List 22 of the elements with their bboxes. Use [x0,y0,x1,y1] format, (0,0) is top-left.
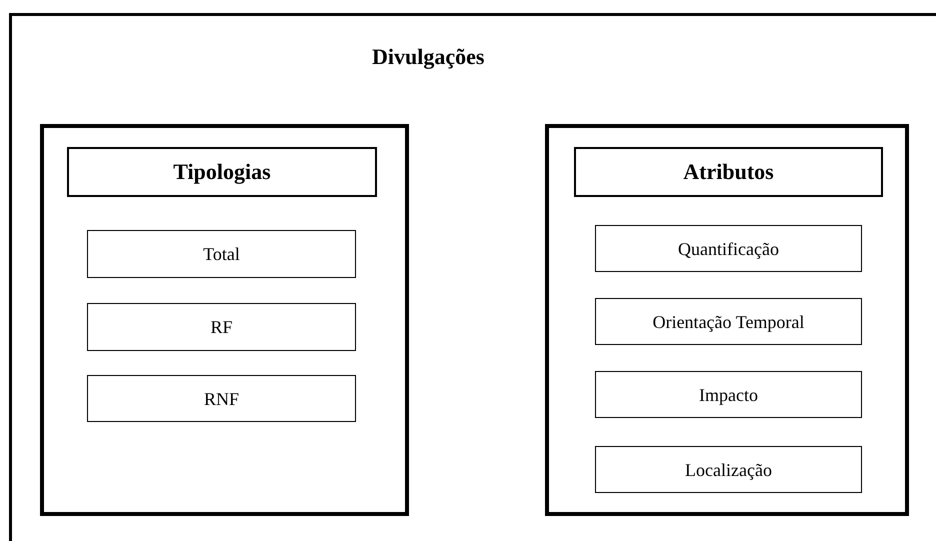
header-box [67,147,377,197]
header-label: Tipologias [173,161,271,183]
header-label: Atributos [683,161,774,183]
item-box [595,298,862,345]
item-box [595,371,862,418]
item-label: Impacto [699,386,758,404]
item-label: RNF [204,390,239,408]
item-box [87,375,356,422]
item-label: RF [210,318,233,336]
frame-heading: Divulgações [372,46,484,68]
item-label: Total [203,245,240,263]
item-box [595,446,862,493]
item-box [87,303,356,351]
item-box [87,230,356,278]
item-label: Orientação Temporal [652,312,804,330]
group-panel [40,124,409,516]
item-box [595,225,862,272]
item-label: Localização [685,460,772,478]
item-label: Quantificação [678,240,779,258]
group-panel [545,124,909,516]
header-box [574,147,883,197]
outer-frame [9,13,936,541]
